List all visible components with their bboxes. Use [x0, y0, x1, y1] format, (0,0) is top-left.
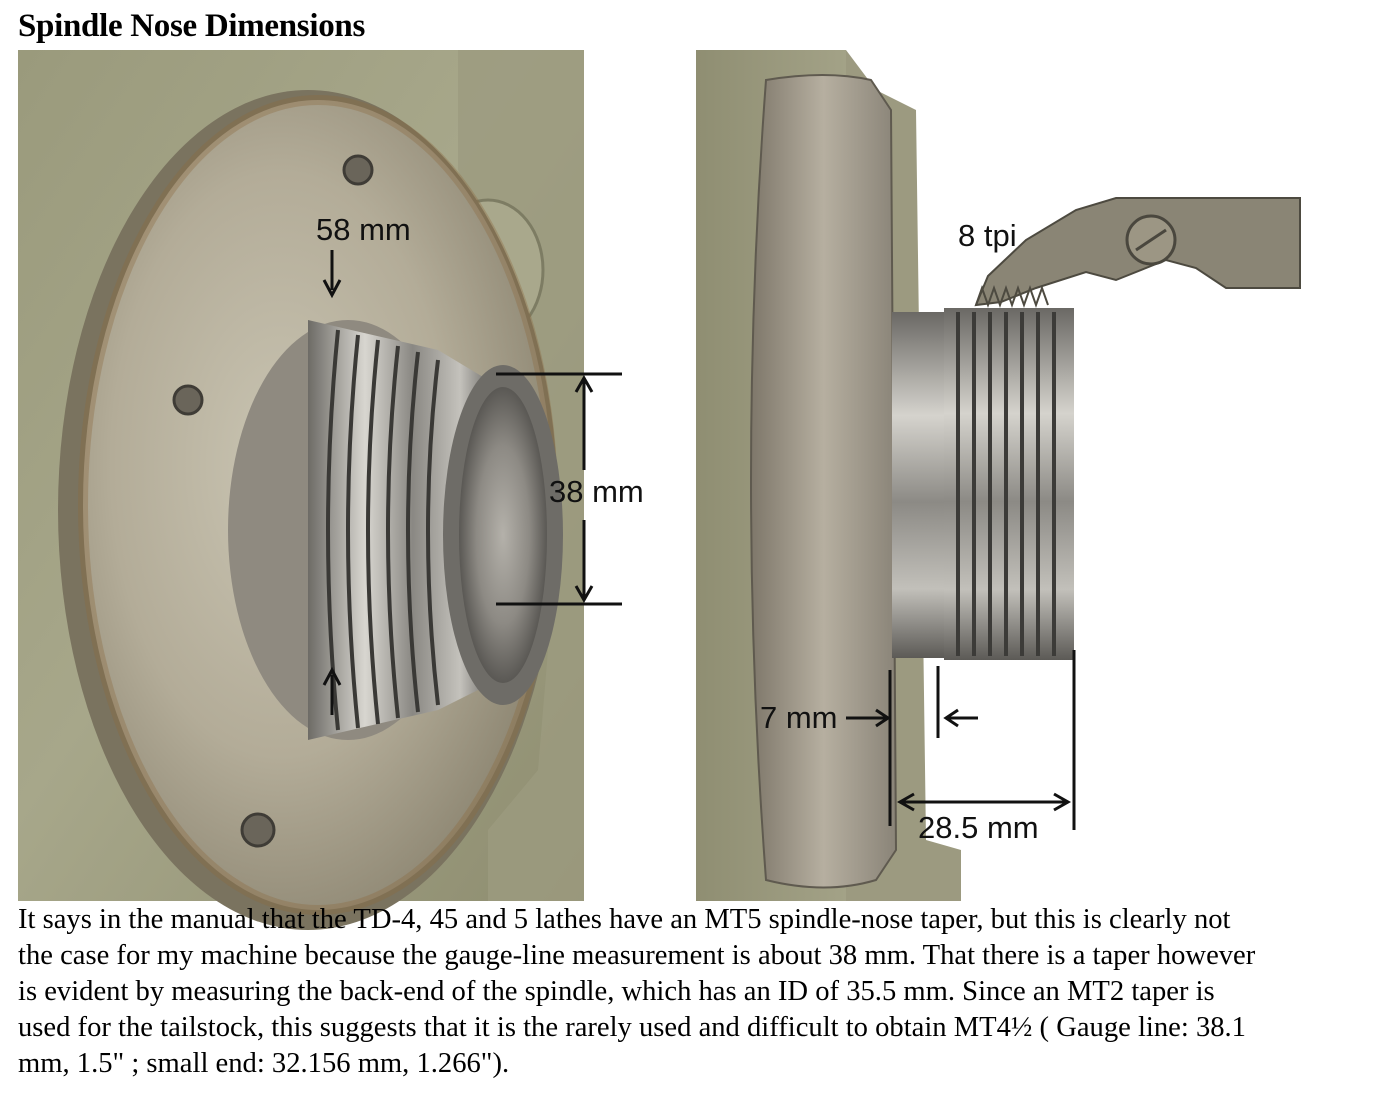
dimension-label-8tpi: 8 tpi	[958, 218, 1017, 253]
spindle-side-illustration: 8 tpi 7 mm 28.5 mm	[696, 50, 1301, 901]
page-title: Spindle Nose Dimensions	[18, 8, 366, 44]
spindle-side-photo: 8 tpi 7 mm 28.5 mm	[696, 50, 1301, 901]
dimension-label-38mm: 38 mm	[549, 474, 644, 509]
spindle-front-photo: 58 mm 38 mm	[18, 50, 644, 930]
dimension-label-7mm: 7 mm	[760, 700, 838, 735]
dimension-label-28-5mm: 28.5 mm	[918, 810, 1039, 845]
spindle-front-illustration: 58 mm	[18, 50, 622, 930]
body-paragraph: It says in the manual that the TD-4, 45 …	[18, 904, 1256, 1079]
dimension-label-58mm: 58 mm	[316, 212, 411, 247]
